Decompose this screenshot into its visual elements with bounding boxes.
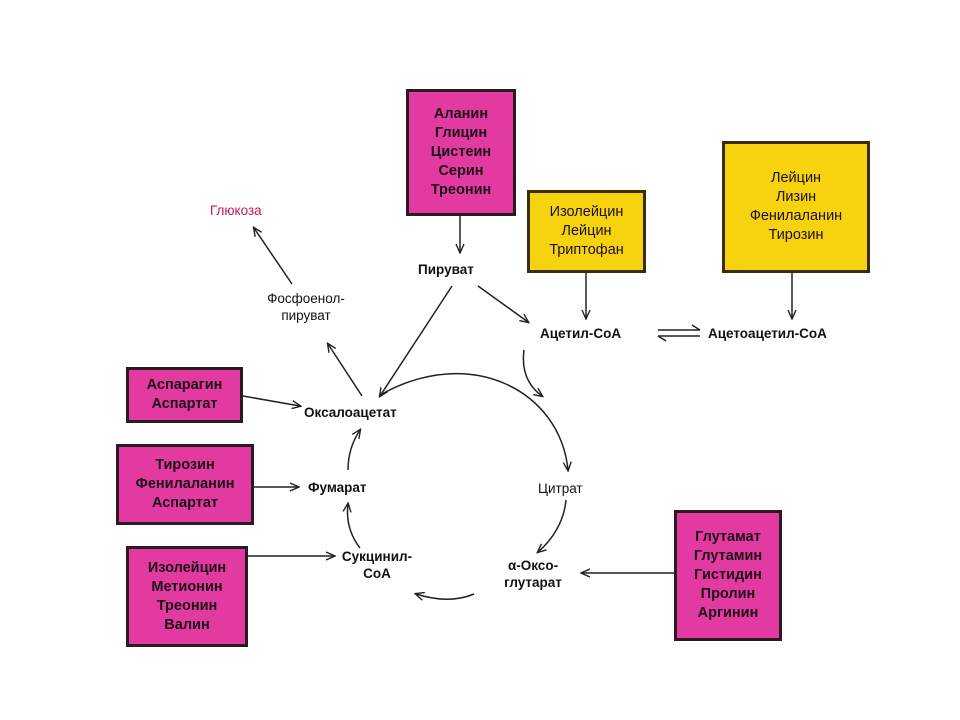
box-fumarate-sources: Тирозин Фенилаланин Аспартат xyxy=(116,444,254,525)
equilibrium-bottom-head xyxy=(657,335,667,342)
box-item: Аспартат xyxy=(151,495,219,511)
box-item: Тирозин xyxy=(155,457,215,473)
cycle-fumarate-to-oxaloacetate xyxy=(347,430,360,471)
box-item: Тирозин xyxy=(768,227,824,243)
label-line: α-Оксо- xyxy=(507,558,559,573)
box-item: Метионин xyxy=(151,578,223,595)
box-item: Изолейцин xyxy=(549,204,624,220)
arrow-pyruvate-to-acetyl xyxy=(477,285,528,322)
box-item: Лейцин xyxy=(770,170,822,186)
label-phosphoenolpyruvate: Фосфоенол- пируват xyxy=(246,290,366,324)
label-acetyl-coa: Ацетил-CoA xyxy=(540,326,622,341)
box-acetoacetyl-sources: Лейцин Лизин Фенилаланин Тирозин xyxy=(722,141,870,273)
box-item: Глутамат xyxy=(695,529,761,545)
label-fumarate: Фумарат xyxy=(308,480,367,495)
box-item: Лейцин xyxy=(561,223,612,239)
cycle-citrate-to-oxoglutarate xyxy=(538,499,567,552)
arrow-pep-to-glucose xyxy=(254,228,293,285)
arrow-oxaloacetate-to-pep xyxy=(328,344,363,397)
box-acetyl-sources: Изолейцин Лейцин Триптофан xyxy=(527,190,646,273)
arrow-pyruvate-to-oxaloacetate xyxy=(380,285,453,396)
label-line: пируват xyxy=(281,308,331,323)
label-citrate: Цитрат xyxy=(538,481,583,496)
box-item: Лизин xyxy=(775,189,817,205)
cycle-oxaloacetate-to-citrate xyxy=(381,372,568,470)
arrow-acetyl-into-cycle xyxy=(522,349,542,396)
box-item: Фенилаланин xyxy=(749,208,843,224)
cycle-oxoglutarate-to-succinyl xyxy=(416,594,475,599)
box-item: Глутамин xyxy=(693,548,763,564)
box-item: Триптофан xyxy=(549,242,624,258)
label-line: Сукцинил- xyxy=(341,549,413,564)
arrow-asparagine-to-oxaloacetate xyxy=(242,395,300,406)
box-item: Аргинин xyxy=(697,605,759,621)
box-item: Серин xyxy=(438,163,484,179)
label-oxaloacetate: Оксалоацетат xyxy=(304,405,397,420)
label-line: CoA xyxy=(363,566,391,581)
box-item: Валин xyxy=(164,616,210,633)
box-item: Фенилаланин xyxy=(135,476,235,492)
box-item: Треонин xyxy=(430,182,492,198)
label-oxoglutarate: α-Оксо- глутарат xyxy=(488,557,578,591)
label-pyruvate: Пируват xyxy=(418,262,474,277)
box-item: Глицин xyxy=(434,125,488,141)
equilibrium-top-head xyxy=(691,324,701,331)
label-succinyl-coa: Сукцинил- CoA xyxy=(332,548,422,582)
box-oxoglutarate-sources: Глутамат Глутамин Гистидин Пролин Аргини… xyxy=(674,510,782,641)
label-line: Фосфоенол- xyxy=(267,291,345,306)
cycle-succinyl-to-fumarate xyxy=(348,504,361,549)
box-pyruvate-sources: Аланин Глицин Цистеин Серин Треонин xyxy=(406,89,516,216)
box-item: Аспартат xyxy=(151,396,218,412)
box-item: Аспарагин xyxy=(146,377,223,393)
label-acetoacetyl-coa: Ацетоацетил-CoA xyxy=(708,326,827,341)
box-item: Треонин xyxy=(156,597,218,614)
box-item: Гистидин xyxy=(694,567,762,583)
label-glucose: Глюкоза xyxy=(210,203,262,218)
box-item: Аланин xyxy=(433,106,489,122)
label-line: глутарат xyxy=(504,575,562,590)
box-oxaloacetate-sources: Аспарагин Аспартат xyxy=(126,367,243,423)
box-succinyl-sources: Изолейцин Метионин Треонин Валин xyxy=(126,546,248,647)
box-item: Пролин xyxy=(700,586,756,602)
box-item: Цистеин xyxy=(430,144,492,160)
box-item: Изолейцин xyxy=(147,559,227,576)
